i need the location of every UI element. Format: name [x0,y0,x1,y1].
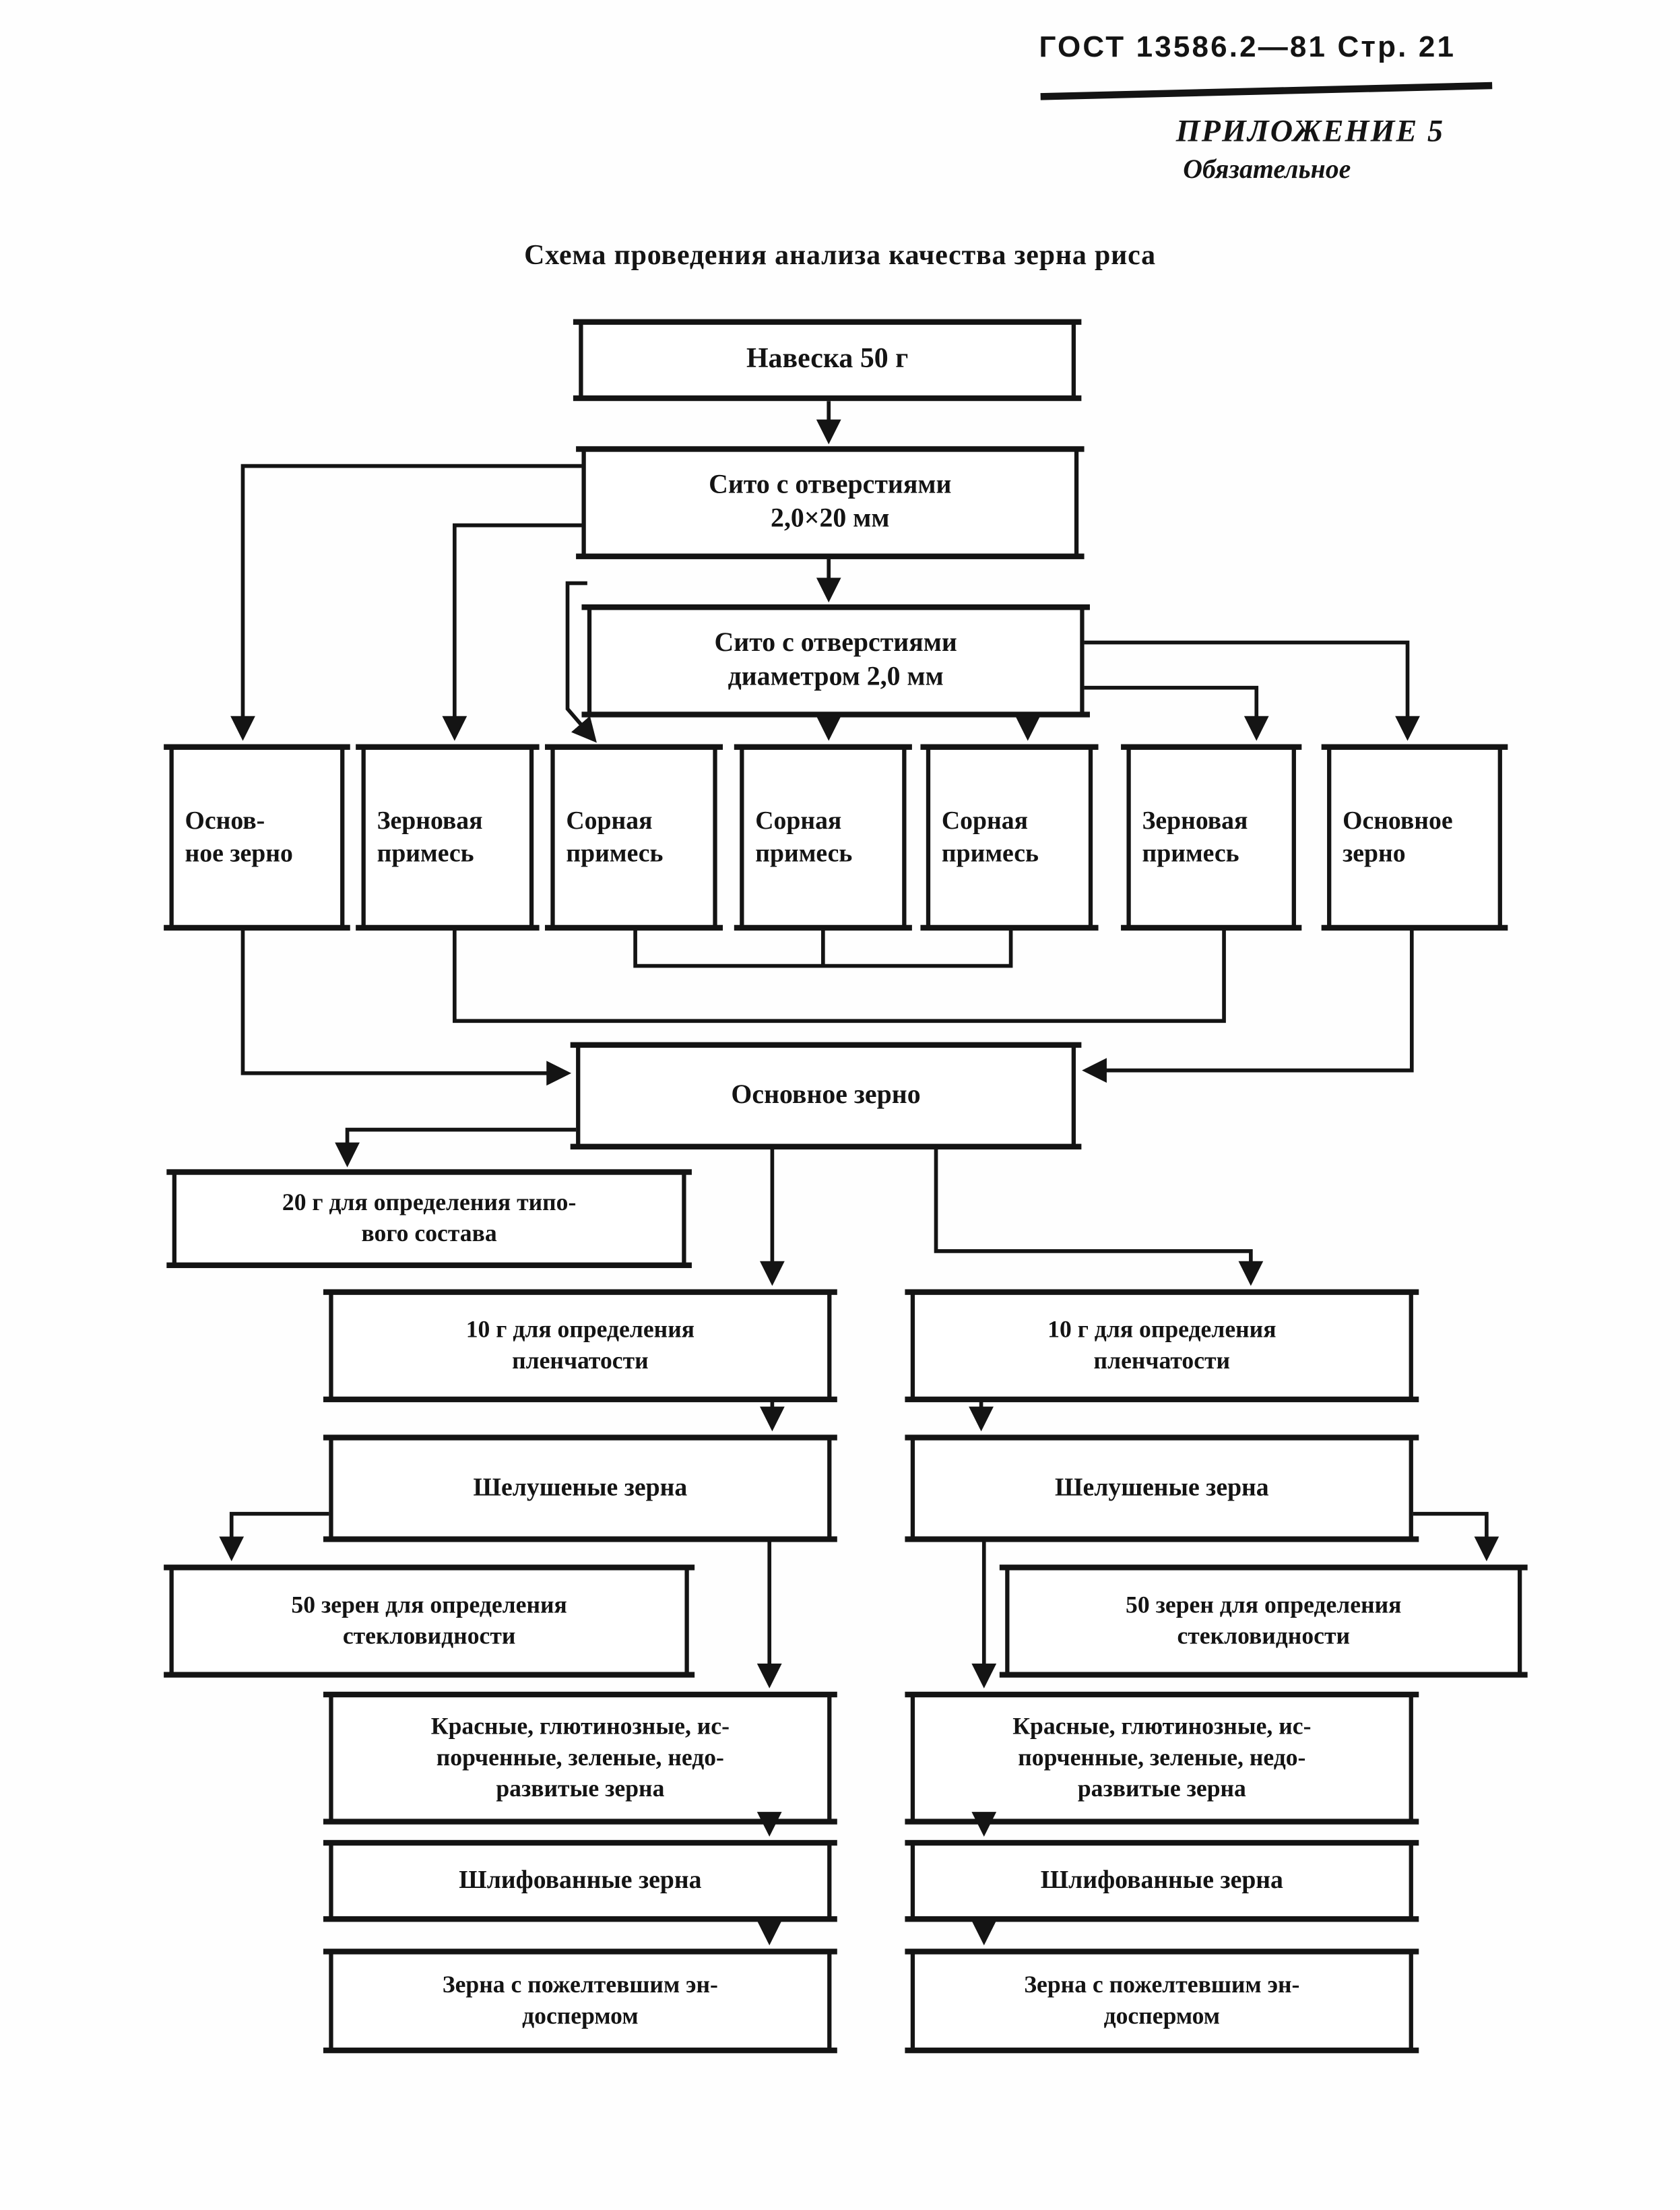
node-10g-filminess-right: 10 г для определения пленчатости [905,1289,1419,1403]
diagram-title: Схема проведения анализа качества зерна … [524,240,1156,272]
connector-to-main-grain-left [230,464,582,741]
connector-left-fraction-to-main [240,929,572,1086]
node-sieve-2x20mm: Сито с отверстиями 2,0×20 мм [576,446,1085,559]
node-polished-grains-right: Шлифованные зерна [905,1839,1419,1922]
connector-to-main-grain-right [1084,640,1420,741]
node-10g-filminess-left: 10 г для определения пленчатости [323,1289,837,1403]
node-main-grain-combined: Основное зерно [570,1042,1082,1149]
node-main-grain-left: Основ- ное зерно [164,744,350,931]
node-sieve-diameter-2mm: Сито с отверстиями диаметром 2,0 мм [581,604,1090,718]
node-defective-grains-right: Красные, глютинозные, ис- порченные, зел… [905,1691,1419,1825]
connector-main-to-10g-right [934,1146,1264,1286]
connector-main-to-20g [335,1127,577,1168]
node-weed-admixture-3: Сорная примесь [920,744,1099,931]
node-yellowed-endosperm-left: Зерна с пожелтевшим эн- доспермом [323,1949,837,2054]
node-grain-admixture-right: Зерновая примесь [1121,744,1302,931]
appendix-heading: ПРИЛОЖЕНИЕ 5 [1175,113,1445,149]
connector-to-grain-admixture-left [442,523,582,741]
node-main-grain-right: Основное зерно [1321,744,1508,931]
connector-husked-to-50grains-right [1413,1511,1499,1562]
node-grain-admixture-left: Зерновая примесь [356,744,540,931]
header-rule [1040,82,1493,100]
node-weed-admixture-1: Сорная примесь [544,744,723,931]
appendix-note: Обязательное [1183,155,1351,185]
node-defective-grains-left: Красные, глютинозные, ис- порченные, зел… [323,1691,837,1825]
connector-right-fraction-to-main [1082,929,1414,1083]
node-50-grains-vitreousness-right: 50 зерен для определения стекловидности [999,1565,1528,1678]
node-50-grains-vitreousness-left: 50 зерен для определения стекловидности [164,1565,695,1678]
connector-to-grain-admixture-right [1084,685,1269,741]
connector-husked-to-50grains-left [219,1511,329,1562]
node-sample-50g: Навеска 50 г [573,319,1082,402]
standard-reference: ГОСТ 13586.2—81 Стр. 21 [1039,31,1456,64]
node-polished-grains-left: Шлифованные зерна [323,1839,837,1922]
node-weed-admixture-2: Сорная примесь [734,744,912,931]
node-husked-grains-left: Шелушеные зерна [323,1434,837,1542]
node-20g-type-composition: 20 г для определения типо- вого состава [166,1169,692,1269]
collector-grain-admixtures [453,929,1226,1023]
node-husked-grains-right: Шелушеные зерна [905,1434,1419,1542]
collector-weed-admixtures [633,929,1013,968]
node-yellowed-endosperm-right: Зерна с пожелтевшим эн- доспермом [905,1949,1419,2054]
